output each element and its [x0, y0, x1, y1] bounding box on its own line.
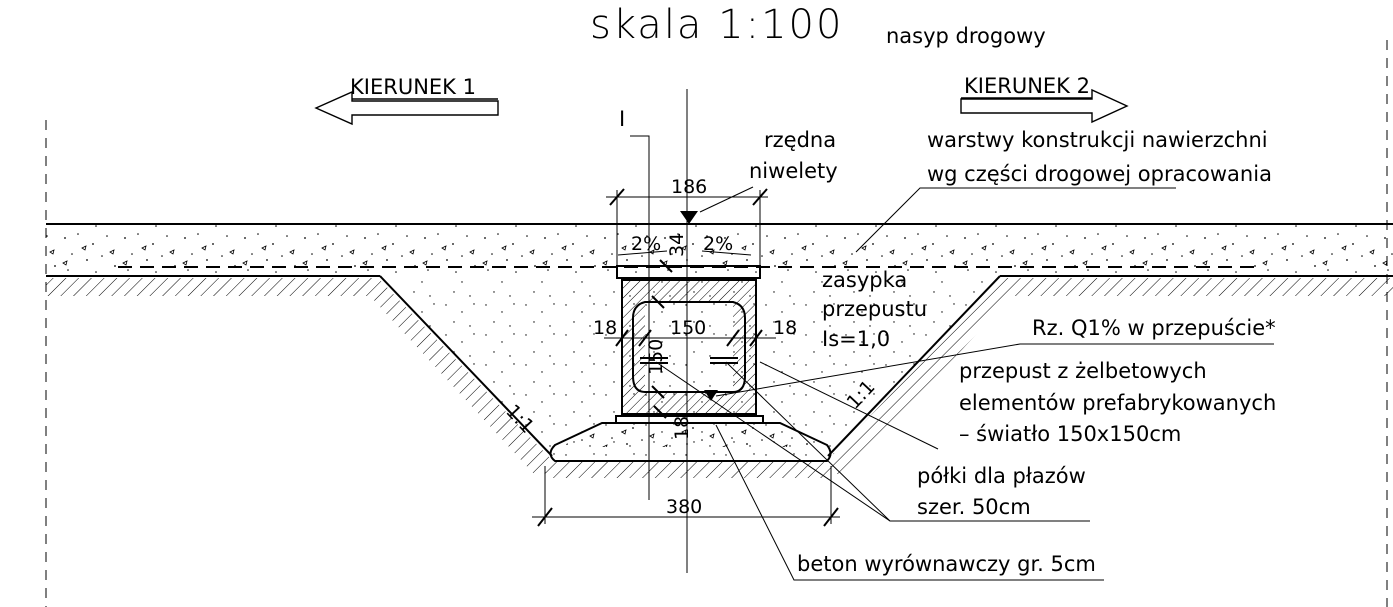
lean-concrete-base [549, 422, 832, 462]
backfill-label-3: Is=1,0 [822, 327, 890, 351]
culvert-box [615, 265, 764, 424]
dim-cover-tick [659, 259, 673, 273]
right-slope-line [827, 275, 1001, 457]
water-level-marker [704, 390, 718, 401]
dim-bottom-tick [653, 405, 667, 419]
section-line [630, 135, 650, 500]
water-level-label: Rz. Q1% w przepuście* [1032, 316, 1276, 340]
grade-line-leader [699, 186, 754, 213]
backfill-label-2: przepustu [822, 297, 927, 321]
dim-inner-width: 150 [670, 317, 706, 339]
dim-cover: 34 [666, 233, 688, 257]
grade-line-marker [680, 211, 698, 224]
grade-line-label-1: rzędna [764, 128, 836, 152]
culvert-leader [759, 361, 939, 450]
shelves-label-1: półki dla płazów [917, 464, 1086, 488]
dimension-top-width [606, 188, 768, 265]
culvert-label-3: – światło 150x150cm [959, 422, 1181, 446]
pavement-layers-label-2: wg części drogowej opracowania [927, 162, 1272, 186]
dimension-inner-width [604, 329, 776, 347]
backfill-label-1: zasypka [822, 268, 907, 292]
dim-base-width: 380 [666, 496, 702, 518]
cross-fall-left-line [617, 250, 668, 256]
lean-concrete-leader [715, 424, 1104, 581]
grade-line-label-2: niwelety [749, 159, 838, 183]
section-mark: I [619, 107, 625, 131]
cross-fall-right: 2% [703, 233, 733, 255]
direction-right-arrow [960, 88, 1129, 124]
scale-title: skala 1:100 [590, 2, 843, 48]
culvert-label-2: elementów prefabrykowanych [959, 391, 1276, 415]
dim-height-tick-bottom [651, 385, 665, 399]
dim-wall-right: 18 [773, 317, 797, 339]
dim-top-width: 186 [671, 176, 707, 198]
dim-bottom-wall: 18 [671, 416, 693, 440]
subtitle: nasyp drogowy [886, 24, 1046, 48]
direction-left-label: KIERUNEK 1 [350, 75, 476, 99]
dim-height-tick-top [651, 295, 665, 309]
left-slope-line [379, 275, 553, 457]
lean-concrete-label: beton wyrównawczy gr. 5cm [797, 552, 1096, 576]
water-level-leader [715, 343, 1274, 397]
cross-fall-right-line [701, 250, 752, 256]
shelves-leader-right [725, 361, 891, 522]
shelves-label-2: szer. 50cm [917, 495, 1031, 519]
pavement-layers-leader [855, 187, 1176, 253]
dim-wall-left: 18 [593, 317, 617, 339]
pavement-layers-label-1: warstwy konstrukcji nawierzchni [927, 128, 1268, 152]
dimension-base-width [532, 466, 840, 527]
native-soil-hatching [46, 278, 1393, 478]
cross-fall-left: 2% [631, 233, 661, 255]
direction-left-arrow [314, 90, 499, 126]
direction-right-label: KIERUNEK 2 [964, 74, 1090, 98]
culvert-label-1: przepust z żelbetowych [959, 359, 1207, 383]
dim-inner-height: 150 [645, 339, 667, 375]
culvert-backfill [380, 276, 1000, 460]
